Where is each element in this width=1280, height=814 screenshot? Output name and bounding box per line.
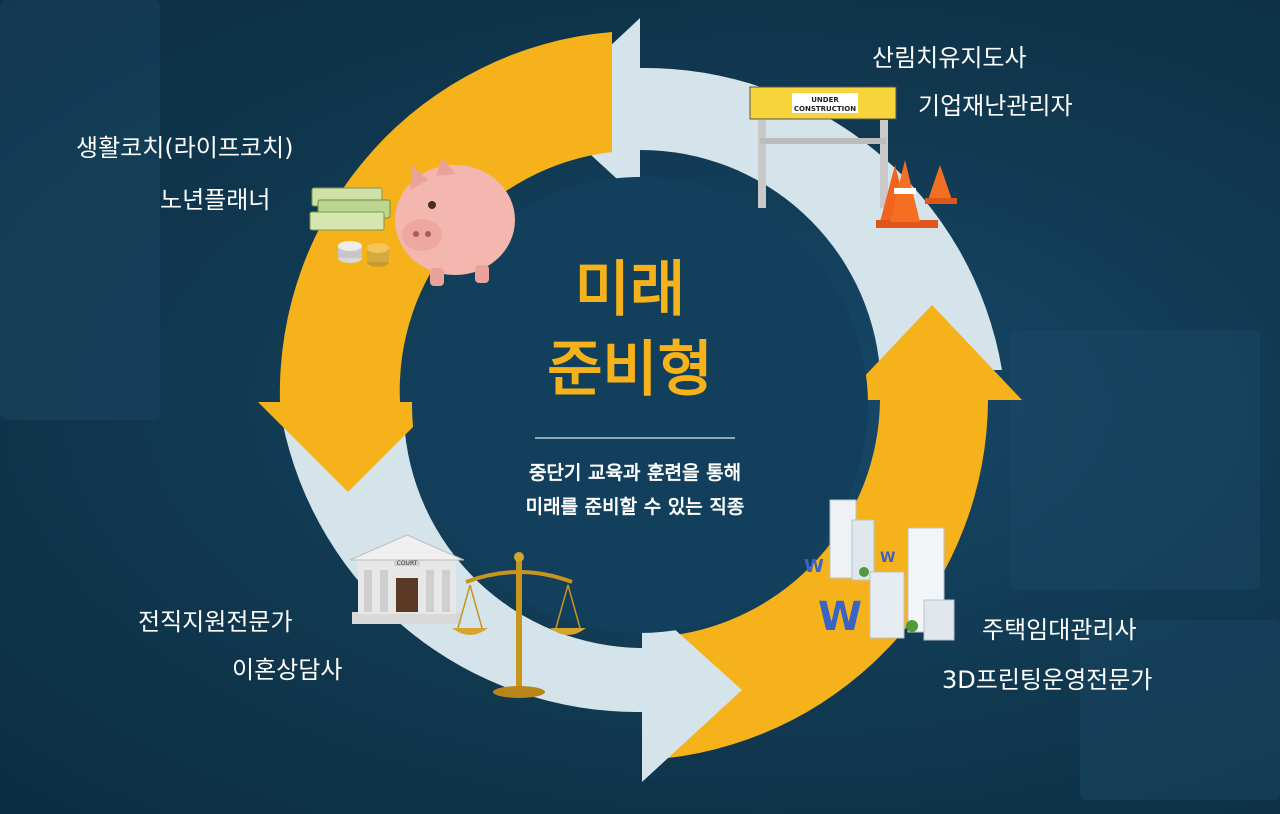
background-shape	[0, 0, 160, 420]
background-shape	[1010, 330, 1260, 590]
center-title-line2: 준비형	[547, 335, 713, 405]
court-and-scales-icon: COURT	[349, 534, 586, 698]
city-buildings-icon: W W W	[804, 499, 955, 641]
svg-text:W: W	[818, 594, 862, 640]
job-3d-printing: 3D프린팅운영전문가	[942, 666, 1153, 694]
job-senior-planner: 노년플래너	[160, 186, 271, 214]
arrow-bottom	[282, 420, 742, 782]
barrier-sign-text-1: UNDER	[811, 96, 839, 104]
center-disc	[412, 177, 868, 633]
center-desc-line1: 중단기 교육과 훈련을 통해	[528, 462, 742, 484]
center-desc-line2: 미래를 준비할 수 있는 직종	[525, 496, 745, 518]
job-life-coach: 생활코치(라이프코치)	[76, 134, 294, 162]
svg-text:W: W	[804, 556, 824, 577]
background-shape	[1080, 620, 1280, 800]
svg-text:W: W	[880, 550, 895, 566]
piggy-bank-and-money-icon	[309, 158, 515, 286]
job-disaster-manager: 기업재난관리자	[918, 92, 1073, 120]
court-sign-text: COURT	[397, 560, 418, 567]
job-career-transition: 전직지원전문가	[138, 608, 293, 636]
center-divider	[535, 437, 735, 439]
arrow-top	[542, 18, 1002, 370]
job-divorce-counselor: 이혼상담사	[232, 656, 343, 684]
job-forest-healing: 산림치유지도사	[872, 44, 1027, 72]
job-housing-rental: 주택임대관리사	[982, 616, 1137, 644]
construction-barrier-icon: UNDER CONSTRUCTION	[749, 86, 957, 228]
center-title-line1: 미래	[574, 255, 686, 325]
barrier-sign-text-2: CONSTRUCTION	[794, 105, 856, 113]
